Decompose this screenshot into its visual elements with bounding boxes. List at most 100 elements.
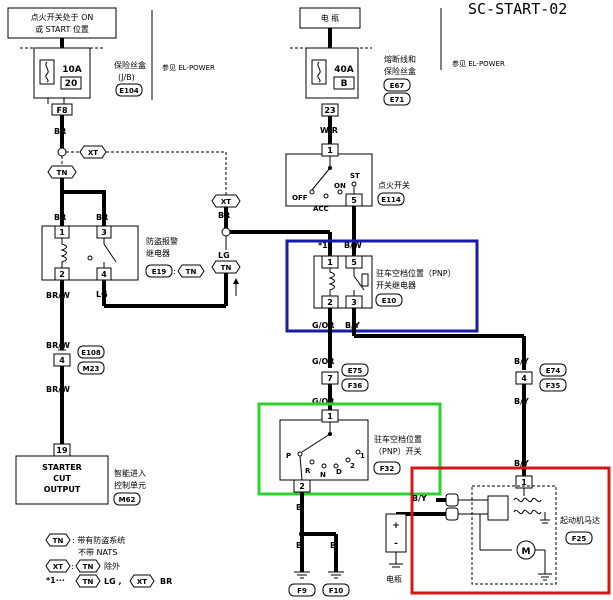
highlight-green	[257, 402, 442, 496]
svg-text:P: P	[286, 452, 291, 460]
ground-symbol-2	[328, 571, 344, 579]
wire-b-3: B	[330, 541, 336, 550]
pnp-relay: 1 5 2 3	[313, 255, 373, 309]
conn-e108: E108	[81, 349, 101, 357]
svg-text:1: 1	[59, 228, 65, 237]
conn-e75: E75	[348, 367, 363, 375]
conn-m23: M23	[83, 365, 100, 373]
ecu-box: STARTER CUT OUTPUT	[15, 455, 109, 505]
antitheft-name-1: 防盗报警	[146, 236, 178, 246]
ground-f10: F10	[329, 587, 344, 595]
svg-text:3: 3	[351, 298, 357, 307]
starter-connector: F25	[572, 535, 587, 543]
highlight-red	[410, 466, 611, 595]
wire-gor-2: G/OR	[312, 357, 334, 366]
antitheft-connector: E19	[152, 268, 167, 276]
right-fuse-rating: 40A	[334, 65, 354, 75]
svg-text:1: 1	[360, 452, 365, 460]
wire-lg-2: LG	[96, 290, 108, 299]
svg-text:4: 4	[101, 270, 107, 279]
svg-text:2: 2	[350, 462, 355, 470]
conn-e67: E67	[390, 82, 405, 90]
svg-text::: :	[173, 267, 176, 276]
svg-text:TN: TN	[83, 578, 94, 586]
ignition-name: 点火开关	[378, 180, 410, 190]
motor-m: M	[522, 547, 531, 557]
ignition-switch: 1 5 OFF ACC ON ST	[285, 143, 373, 213]
svg-text:XT: XT	[88, 149, 98, 157]
svg-text:除外: 除外	[104, 561, 120, 571]
svg-text:: 带有防盗系统: : 带有防盗系统	[72, 535, 125, 545]
conn-e74: E74	[546, 367, 561, 375]
pnp-switch-name-1: 驻车空档位置	[374, 434, 422, 444]
svg-text:CUT: CUT	[53, 474, 71, 483]
svg-text:TN: TN	[53, 537, 64, 545]
pin-4-right: 4	[521, 374, 527, 383]
svg-text:TN: TN	[83, 563, 94, 571]
svg-text:2: 2	[327, 298, 333, 307]
left-ref: 参见 EL-POWER	[162, 63, 215, 72]
svg-text:XT: XT	[137, 578, 147, 586]
left-fuse-caption-1: 保险丝盒	[114, 60, 146, 70]
svg-text:5: 5	[351, 196, 357, 205]
conn-e71: E71	[390, 96, 405, 104]
tag-xt-2: XT	[211, 194, 241, 208]
left-fuse: 10A 20	[33, 47, 91, 99]
highlight-blue	[285, 239, 479, 333]
svg-text:5: 5	[351, 258, 357, 267]
svg-text:点火开关处于 ON: 点火开关处于 ON	[31, 12, 94, 22]
wire-gor-1: G/OR	[312, 321, 334, 330]
svg-text:ACC: ACC	[313, 205, 329, 213]
svg-text:LG ,: LG ,	[104, 577, 122, 586]
left-fuse-number: 20	[65, 79, 78, 89]
svg-text:BR: BR	[160, 577, 172, 586]
starter-battery-label: 电瓶	[386, 574, 402, 584]
svg-text:或 START 位置: 或 START 位置	[35, 24, 89, 34]
left-connector: F8	[56, 106, 67, 115]
svg-text:2: 2	[299, 482, 305, 491]
left-fuse-connector: E104	[119, 87, 139, 95]
svg-text:-: -	[394, 539, 398, 549]
legend: TN : 带有防盗系统 不带 NATS XT : TN 除外 *1··· TN …	[45, 533, 172, 588]
svg-text:D: D	[336, 468, 342, 476]
svg-text:TN: TN	[57, 169, 68, 177]
pin-7: 7	[327, 374, 333, 383]
svg-text:XT: XT	[53, 563, 63, 571]
right-ref: 参见 EL-POWER	[452, 59, 505, 68]
wire-bw: B/W	[344, 241, 362, 250]
pnp-switch: 1 2 P R N D 2 1	[279, 409, 369, 493]
antitheft-tn-tag: TN	[186, 268, 197, 276]
svg-text:+: +	[392, 521, 400, 531]
splice-node-1	[57, 147, 67, 157]
ecu-connector: M62	[119, 496, 136, 504]
ecu-pin: 19	[56, 446, 68, 455]
wire-b-1: B	[296, 503, 302, 512]
wire-lg-1: LG	[218, 251, 230, 260]
pnp-relay-star: *1	[318, 241, 328, 250]
ecu-name-2: 控制单元	[114, 480, 146, 490]
starter-name: 起动机马达	[560, 515, 600, 525]
right-fuse-letter: B	[341, 79, 348, 89]
pnp-relay-name-1: 驻车空档位置（PNP）	[376, 268, 456, 278]
wire-brw-3: BR/W	[46, 385, 70, 394]
svg-text:*1···: *1···	[46, 576, 65, 585]
battery-label: 电 瓶	[299, 7, 361, 29]
splice-node-2	[221, 227, 231, 237]
wire-br-1: BR	[54, 127, 66, 136]
ecu-name-1: 智能进入	[114, 468, 146, 478]
page-code: SC-START-02	[468, 0, 567, 18]
wire-by-3: B/Y	[514, 397, 529, 406]
svg-text:N: N	[320, 471, 326, 479]
wire-brw-2: BR/W	[46, 341, 70, 350]
pin-4-left: 4	[59, 356, 65, 365]
wire-by-4: B/Y	[514, 459, 529, 468]
pnp-relay-name-2: 开关继电器	[376, 280, 416, 290]
conn-f35: F35	[546, 382, 561, 390]
wire-b-2: B	[296, 541, 302, 550]
svg-text:OFF: OFF	[292, 194, 308, 202]
svg-text::: :	[71, 562, 74, 571]
conn-f36: F36	[348, 382, 363, 390]
starter-pin: 1	[521, 478, 527, 487]
svg-text:2: 2	[59, 270, 65, 279]
antitheft-relay: 1 3 2 4	[41, 225, 139, 281]
